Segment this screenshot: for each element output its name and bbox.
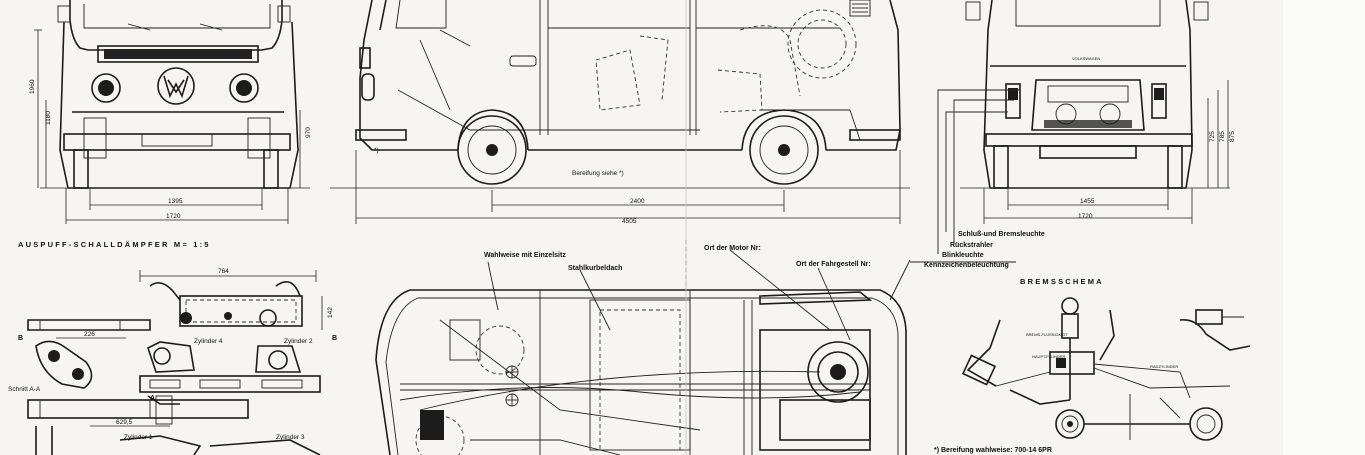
dim-1180: 1180 [45,111,52,125]
label-stahlkurbeldach: Stahlkurbeldach [568,265,622,272]
label-schluss: Schluß-und Bremsleuchte [958,231,1045,238]
svg-text:VOLKSWAGEN: VOLKSWAGEN [1072,56,1100,61]
label-b-left: B [18,335,23,342]
dim-front-track: 1395 [168,198,183,205]
muffler-drawing [27,270,323,455]
label-zylinder-4: Zylinder 4 [194,338,223,345]
label-bereifung-siehe: Bereifung siehe *) [572,170,624,177]
front-view [34,0,310,224]
label-schnitt-ab: Schnitt A-A [8,386,41,393]
svg-text:RADZYLINDER: RADZYLINDER [1150,364,1178,369]
label-zylinder-2: Zylinder 2 [284,338,313,345]
label-zylinder-1: Zylinder 1 [124,434,153,441]
label-ort-motor: Ort der Motor Nr: [704,245,761,252]
dim-rear-track: 1455 [1080,198,1095,205]
dim-length: 4505 [622,218,637,225]
label-bremsschema: BREMSSCHEMA [1020,277,1104,286]
rear-view: VOLKSWAGEN [937,0,1230,254]
label-b-right: B [332,335,337,342]
dim-725: 725 [1209,131,1216,142]
label-blinkleuchte: Blinkleuchte [942,252,984,259]
dim-muffler-629: 629,5 [116,419,133,426]
label-wahlweise: Wahlweise mit Einzelsitz [484,252,566,259]
dim-970: 970 [305,127,312,138]
dim-muffler-764: 764 [218,268,229,275]
label-ort-fahrgestell: Ort der Fahrgestell Nr: [796,261,871,268]
dim-785: 785 [1219,131,1226,142]
dim-muffler-226: 226 [84,331,95,338]
svg-text:BREMS-FLÜSSIGKEIT: BREMS-FLÜSSIGKEIT [1026,332,1068,337]
dim-rear-width: 1720 [1078,213,1093,220]
label-bereifung-wahlweise: *) Bereifung wahlweise: 700-14 6PR [934,447,1052,454]
svg-text:*): *) [374,147,379,154]
brake-schematic: BREMS-FLÜSSIGKEIT HAUPTZYLINDER RADZYLIN… [961,297,1251,441]
dim-muffler-142: 142 [327,307,334,318]
label-zylinder-3: Zylinder 3 [276,434,305,441]
top-view [375,240,1016,455]
blueprint-sheet [0,0,1283,455]
dim-front-width: 1720 [166,213,181,220]
side-view: *) [330,0,910,224]
dim-875: 875 [1229,131,1236,142]
label-a: A [150,395,155,402]
dim-1960: 1960 [29,79,36,94]
svg-text:HAUPTZYLINDER: HAUPTZYLINDER [1032,354,1065,359]
dim-wheelbase: 2400 [630,198,645,205]
label-kennzeichen: Kennzeichenbeleuchtung [924,262,1009,269]
label-auspuff-title: AUSPUFF-SCHALLDÄMPFER M= 1:5 [18,240,211,249]
label-rueckstrahler: Rückstrahler [950,242,993,249]
